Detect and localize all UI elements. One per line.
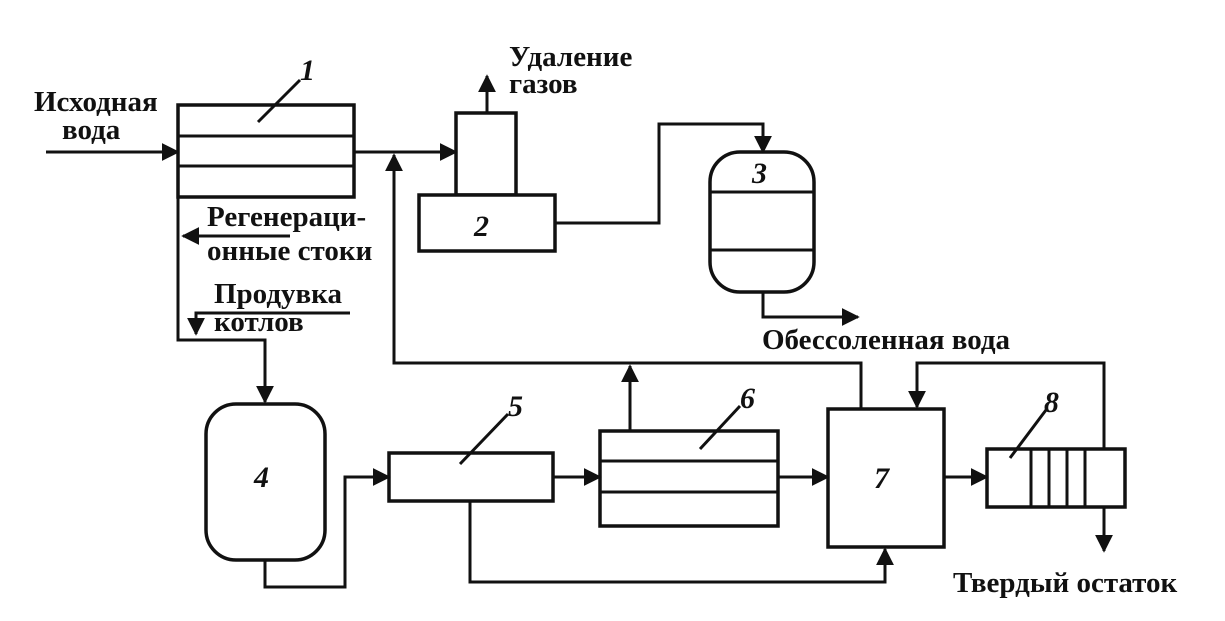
flow-2-to-3 <box>555 122 772 225</box>
unit-2-degasser: 2 <box>417 111 557 253</box>
label-purge-1: Продувка <box>214 278 342 310</box>
unit-1-number: 1 <box>300 54 315 87</box>
flow-1-to-4 <box>176 197 274 404</box>
unit-2-number: 2 <box>473 210 489 243</box>
unit-3-tank: 3 <box>708 150 816 294</box>
flow-4-to-5 <box>263 468 391 589</box>
unit-4-number: 4 <box>253 461 269 494</box>
flow-boiler-blowdown <box>187 311 350 336</box>
unit-8-filter-press: 8 <box>985 386 1127 509</box>
flow-demin-water <box>761 292 860 326</box>
label-gas-removal-1: Удаление <box>509 41 632 73</box>
unit-4-tank: 4 <box>204 402 327 562</box>
unit-5-number: 5 <box>508 390 523 423</box>
unit-7-number: 7 <box>874 462 890 495</box>
flow-8-to-7 <box>908 361 1106 449</box>
label-regen-2: онные стоки <box>207 235 372 267</box>
label-purge-2: котлов <box>214 306 304 338</box>
flow-lines <box>46 74 1113 589</box>
label-demin-water: Обессоленная вода <box>762 324 1011 356</box>
unit-6-filter: 6 <box>598 382 780 528</box>
labels: Исходная вода Удаление газов Регенераци-… <box>34 41 1178 599</box>
label-regen-1: Регенераци- <box>207 201 366 233</box>
unit-5-evaporator: 5 <box>387 390 555 503</box>
label-gas-removal-2: газов <box>509 68 578 100</box>
label-source-water-2: вода <box>62 114 121 146</box>
flow-5-to-7 <box>468 501 894 584</box>
unit-3-number: 3 <box>751 157 767 190</box>
label-solid-residue: Твердый остаток <box>953 567 1178 599</box>
label-source-water-1: Исходная <box>34 86 158 118</box>
unit-1-filter: 1 <box>176 54 356 199</box>
flow-7-return <box>385 153 863 409</box>
unit-8-number: 8 <box>1044 386 1059 419</box>
unit-7-crystallizer: 7 <box>826 407 946 549</box>
unit-6-number: 6 <box>740 382 755 415</box>
